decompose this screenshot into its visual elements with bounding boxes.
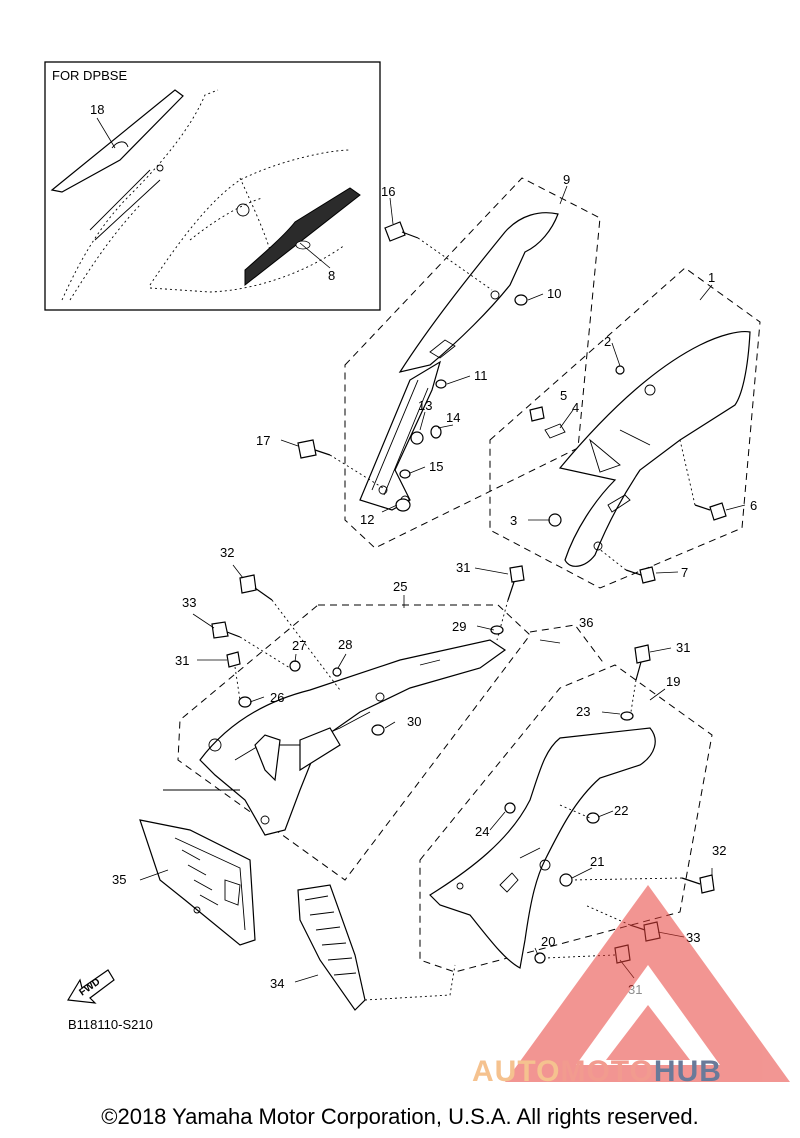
callout-27: 27 (292, 638, 306, 653)
callout-19: 19 (666, 674, 680, 689)
watermark-triangle (505, 885, 790, 1082)
callout-11: 11 (474, 368, 488, 383)
watermark-part1: AUTO (472, 1055, 561, 1088)
callout-33-left: 33 (182, 595, 196, 610)
callout-25: 25 (393, 579, 407, 594)
callout-22: 22 (614, 803, 628, 818)
callout-17: 17 (256, 433, 270, 448)
callout-23: 23 (576, 704, 590, 719)
callout-4: 4 (572, 400, 579, 415)
callout-30: 30 (407, 714, 421, 729)
watermark-part3: HUB (653, 1055, 722, 1088)
decal-18 (50, 89, 184, 193)
callout-34: 34 (270, 976, 284, 991)
callout-26: 26 (270, 690, 284, 705)
callout-28: 28 (338, 637, 352, 652)
callout-6: 6 (750, 498, 757, 513)
callout-5: 5 (560, 388, 567, 403)
callout-20: 20 (541, 934, 555, 949)
callout-31-top: 31 (456, 560, 470, 575)
callout-14: 14 (446, 410, 460, 425)
callout-21: 21 (590, 854, 604, 869)
callout-2: 2 (604, 334, 611, 349)
watermark-text: AUTOMOTOHUB (472, 1055, 722, 1089)
callout-10: 10 (547, 286, 561, 301)
callout-32-right: 32 (712, 843, 726, 858)
callout-3: 3 (510, 513, 517, 528)
callout-36: 36 (579, 615, 593, 630)
callout-12: 12 (360, 512, 374, 527)
watermark-part2: MOTO (560, 1055, 654, 1088)
callout-31-right: 31 (676, 640, 690, 655)
reference-code: B118110-S210 (68, 1017, 153, 1032)
callout-18: 18 (90, 102, 104, 117)
callout-1: 1 (708, 270, 715, 285)
leader-lines (192, 185, 746, 979)
copyright-notice: ©2018 Yamaha Motor Corporation, U.S.A. A… (101, 1104, 699, 1129)
callout-16: 16 (381, 184, 395, 199)
inset-title: FOR DPBSE (52, 68, 127, 83)
callout-35: 35 (112, 872, 126, 887)
callout-24: 24 (475, 824, 489, 839)
inset-for-dpbse: FOR DPBSE 18 8 (44, 61, 381, 311)
callout-33-right: 33 (686, 930, 700, 945)
callout-31-left: 31 (175, 653, 189, 668)
callout-7: 7 (681, 565, 688, 580)
callout-13: 13 (418, 398, 432, 413)
callout-8: 8 (328, 268, 335, 283)
panel-group-1 (489, 267, 761, 589)
callout-9: 9 (563, 172, 570, 187)
callout-15: 15 (429, 459, 443, 474)
louver-34 (294, 884, 456, 1011)
fwd-arrow: FWD (67, 969, 115, 1004)
louver-35 (139, 789, 256, 946)
callout-32-left: 32 (220, 545, 234, 560)
callout-29: 29 (452, 619, 466, 634)
decal-8 (244, 187, 361, 287)
panel-group-25 (177, 565, 531, 881)
